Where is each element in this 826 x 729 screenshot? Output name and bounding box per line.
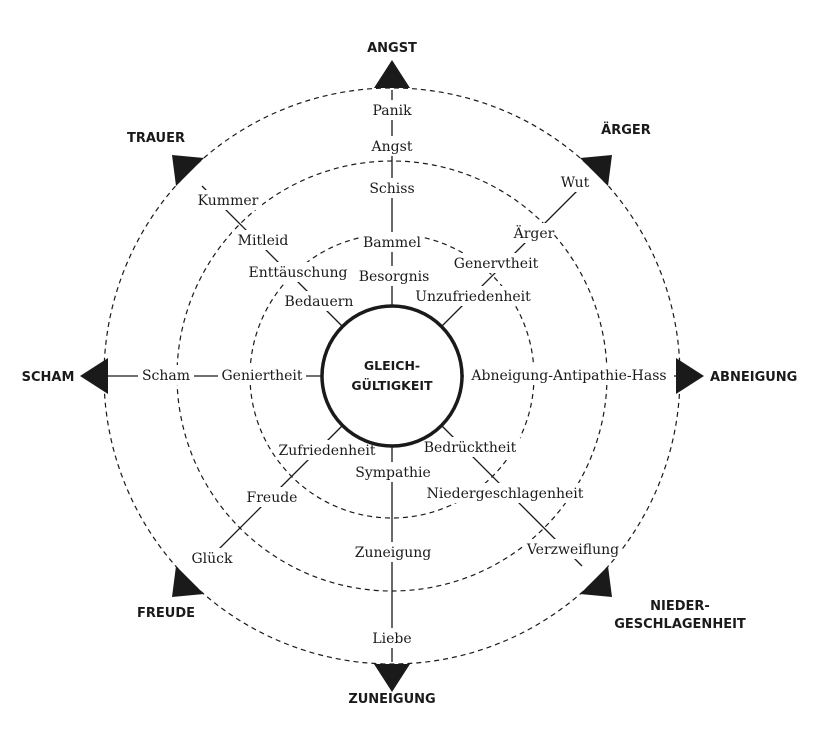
term-zuneigung: Zuneigung bbox=[355, 545, 432, 561]
term-unzufriedenheit: Unzufriedenheit bbox=[415, 289, 531, 305]
term-zufriedenheit: Zufriedenheit bbox=[278, 443, 375, 459]
term-besorgnis: Besorgnis bbox=[359, 269, 430, 285]
arrow-top bbox=[374, 60, 410, 88]
label-backgrounds bbox=[138, 100, 674, 648]
arrow-left bbox=[80, 358, 108, 394]
arrow-right bbox=[676, 358, 704, 394]
center-label-line1: GLEICH- bbox=[364, 358, 420, 373]
category-niedergeschlagenheit-line2: GESCHLAGENHEIT bbox=[614, 617, 746, 632]
term-enttaeuschung: Enttäuschung bbox=[249, 265, 348, 281]
category-trauer: TRAUER bbox=[127, 131, 185, 146]
term-schiss: Schiss bbox=[369, 181, 414, 197]
term-bammel: Bammel bbox=[363, 235, 421, 251]
term-niedergeschlagenheit: Niedergeschlagenheit bbox=[427, 486, 584, 502]
category-angst: ANGST bbox=[367, 41, 417, 56]
term-panik: Panik bbox=[372, 103, 412, 119]
arrow-top-left bbox=[172, 155, 204, 186]
center-label-line2: GÜLTIGKEIT bbox=[351, 378, 433, 393]
term-abneigung-antipathie-hass: Abneigung-Antipathie-Hass bbox=[470, 368, 666, 384]
arrow-top-right bbox=[580, 155, 612, 186]
arrow-bottom-right bbox=[580, 566, 612, 597]
term-sympathie: Sympathie bbox=[355, 465, 431, 481]
arrowheads bbox=[80, 60, 704, 692]
term-genervtheit: Genervtheit bbox=[454, 256, 539, 272]
term-kummer: Kummer bbox=[198, 193, 259, 209]
term-mitleid: Mitleid bbox=[238, 233, 289, 249]
category-abneigung: ABNEIGUNG bbox=[710, 370, 797, 385]
category-freude: FREUDE bbox=[137, 606, 195, 621]
arrow-bottom bbox=[374, 664, 410, 692]
category-scham: SCHAM bbox=[22, 370, 75, 385]
center-circle bbox=[320, 304, 464, 448]
term-liebe: Liebe bbox=[372, 631, 411, 647]
arrow-bottom-left bbox=[172, 566, 204, 597]
term-wut: Wut bbox=[561, 175, 590, 191]
term-bedauern: Bedauern bbox=[285, 294, 354, 310]
term-angst: Angst bbox=[371, 139, 413, 155]
term-geniertheit: Geniertheit bbox=[222, 368, 303, 384]
term-aerger: Ärger bbox=[513, 224, 555, 242]
category-niedergeschlagenheit-line1: NIEDER- bbox=[650, 599, 710, 614]
category-zuneigung: ZUNEIGUNG bbox=[348, 692, 435, 707]
term-scham: Scham bbox=[142, 368, 190, 384]
term-freude: Freude bbox=[247, 490, 298, 506]
term-verzweiflung: Verzweiflung bbox=[526, 542, 619, 558]
term-glueck: Glück bbox=[191, 551, 233, 567]
term-bedruecktheit: Bedrücktheit bbox=[424, 440, 517, 456]
category-aerger: ÄRGER bbox=[601, 122, 651, 138]
